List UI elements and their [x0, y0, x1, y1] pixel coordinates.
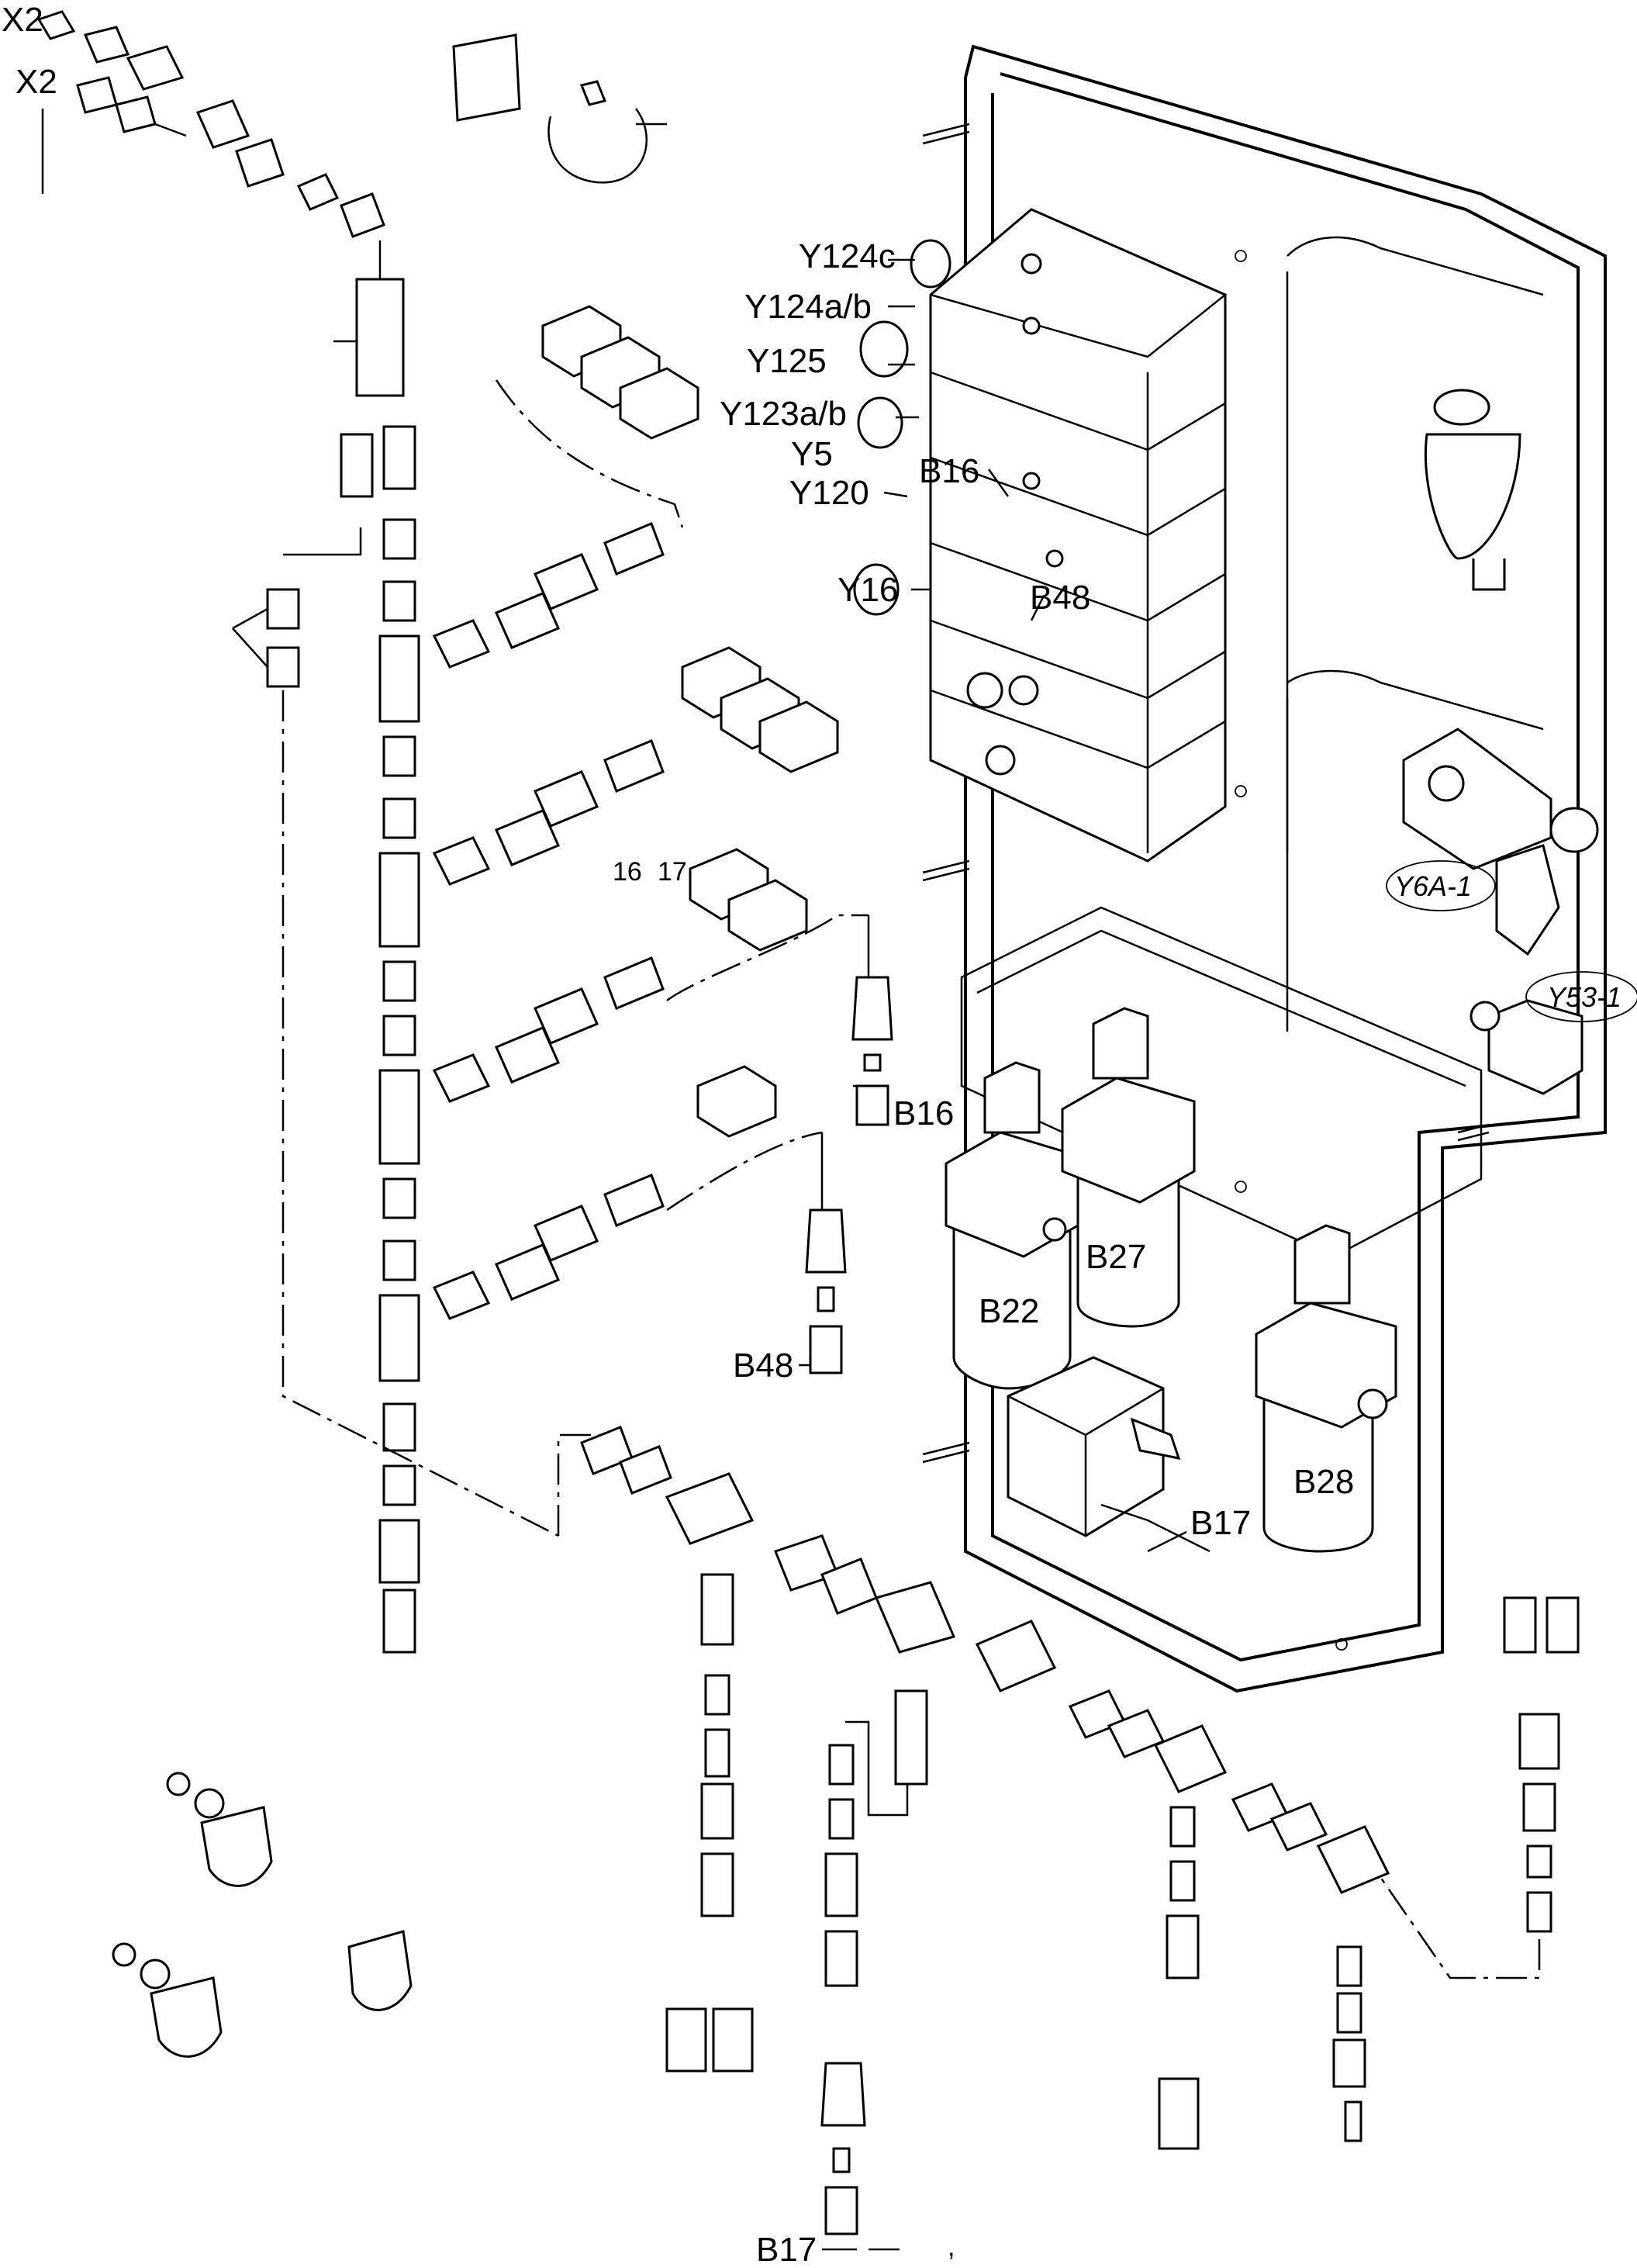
label-y120: Y120 [789, 474, 869, 512]
label-b28: B28 [1293, 1463, 1354, 1501]
label-y16: Y16 [837, 571, 898, 609]
label-x2-top: X2 [2, 1, 43, 39]
clamps [112, 1772, 413, 2058]
label-b17-right: B17 [1190, 1504, 1251, 1542]
label-x2-second: X2 [16, 63, 57, 101]
label-y5: Y5 [791, 435, 833, 473]
valve-block-b17 [1007, 1356, 1210, 1553]
right-harness [1379, 1596, 1580, 1979]
filter-frame [960, 906, 1483, 1258]
valve-y531 [1470, 999, 1583, 1095]
oval-y6a1 [1386, 860, 1496, 911]
sensor-b48 [805, 1132, 847, 1374]
connector-plugs [495, 305, 869, 1212]
branch-fittings [432, 522, 665, 1320]
label-b16-sensor: B16 [893, 1094, 954, 1132]
filter-b28 [1255, 1224, 1397, 1553]
label-y6a1: Y6A-1 [1394, 870, 1472, 902]
label-num-17: 17 [658, 857, 687, 887]
cable-tie [452, 33, 648, 184]
label-comma: , [948, 2232, 955, 2262]
leader-lines [41, 109, 1187, 2251]
bottom-hose-run [557, 1426, 1390, 2235]
valve-y6a1 [1402, 728, 1599, 956]
label-b27: B27 [1086, 1238, 1146, 1276]
valve-stack [853, 208, 1228, 863]
label-y124ab: Y124a/b [744, 288, 872, 326]
label-y531: Y53-1 [1547, 981, 1621, 1013]
label-y123ab: Y123a/b [720, 395, 847, 433]
label-b22: B22 [979, 1292, 1039, 1330]
label-y125: Y125 [747, 342, 827, 380]
oval-y531 [1525, 971, 1637, 1022]
label-b48-block: B48 [1030, 579, 1090, 617]
label-y124c: Y124c [799, 237, 896, 275]
label-num-16: 16 [613, 857, 642, 887]
accumulator [1425, 389, 1521, 591]
sensor-b16 [851, 915, 893, 1126]
label-b17-bottom: B17 [756, 2231, 817, 2268]
label-b16-block: B16 [919, 452, 979, 490]
label-b48-sensor: B48 [733, 1347, 793, 1385]
filter-b27 [1061, 1007, 1196, 1328]
left-hose-column [36, 10, 559, 1654]
